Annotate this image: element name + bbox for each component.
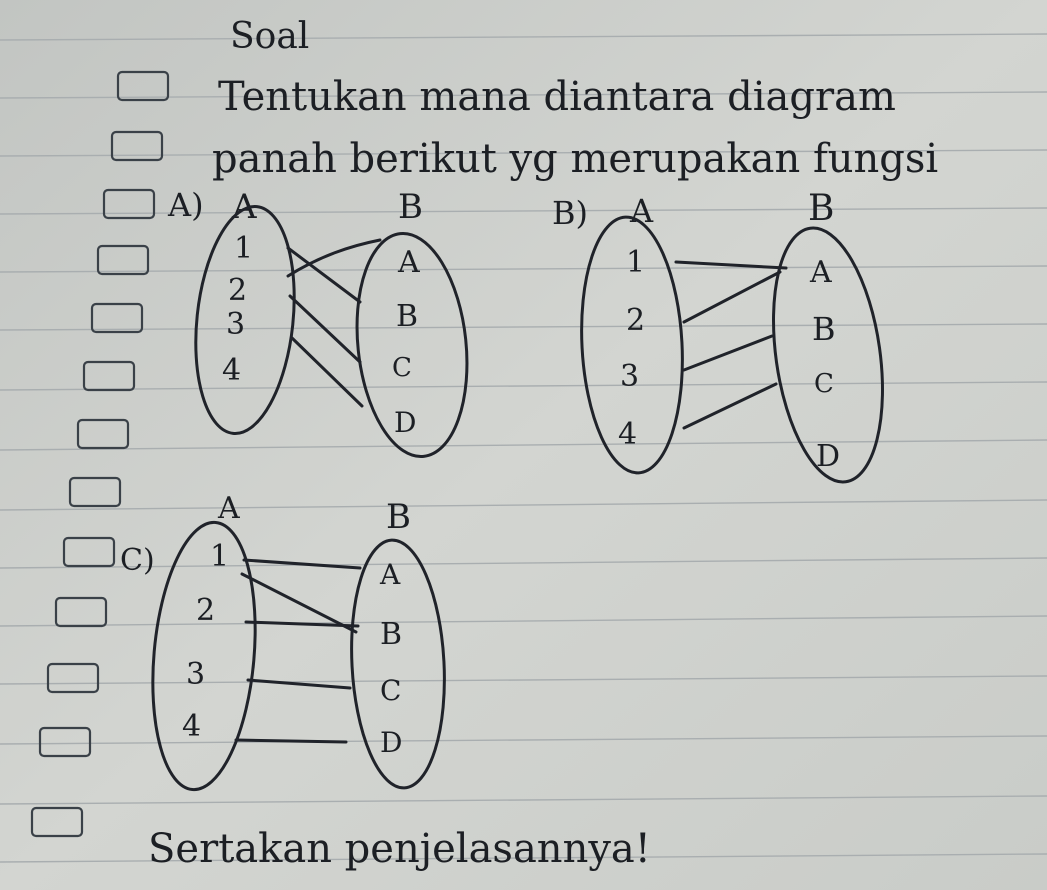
diagram-a-arrows <box>286 238 382 408</box>
diagram-b-arrow-4 <box>682 382 778 430</box>
diagram-a-codomain-b: B <box>396 299 418 334</box>
diagram-a-codomain-d: D <box>394 406 416 439</box>
diagram-a-domain-1: 1 <box>234 231 253 266</box>
diagram-b: B) A B 1 2 3 4 A B C D <box>552 188 884 484</box>
diagram-c-codomain-b: B <box>380 617 402 652</box>
ruled-lines <box>0 33 1047 863</box>
diagram-c-label: C) <box>120 543 155 578</box>
diagram-b-label: B) <box>552 194 588 232</box>
note-title: Soal <box>230 16 309 57</box>
diagram-c-arrow-2 <box>240 572 358 634</box>
diagram-c-arrows <box>234 558 362 744</box>
diagram-a-arrow-1 <box>286 246 362 304</box>
diagram-c: A B C) 1 2 3 4 A B C D <box>120 491 446 792</box>
diagram-a-domain-oval <box>194 205 296 435</box>
diagram-c-codomain-oval <box>350 538 446 790</box>
diagram-c-domain-2: 2 <box>196 593 215 628</box>
diagram-a-domain-4: 4 <box>222 353 241 388</box>
diagram-b-arrows <box>674 260 788 430</box>
diagram-a-arrow-3 <box>288 294 362 364</box>
diagram-b-domain-1: 1 <box>626 245 645 280</box>
diagram-b-domain-4: 4 <box>618 417 637 452</box>
diagram-b-arrow-3 <box>682 334 774 372</box>
diagram-c-domain-4: 4 <box>182 709 201 744</box>
diagram-b-codomain-b: B <box>812 310 836 348</box>
diagram-b-codomain-label: B <box>808 188 834 229</box>
diagram-c-domain-oval <box>151 520 257 792</box>
diagram-b-codomain-oval <box>772 226 884 484</box>
question-line-2: panah berikut yg merupakan fungsi <box>212 136 938 182</box>
diagram-b-arrow-2 <box>682 270 782 324</box>
diagram-b-codomain-c: C <box>814 369 834 399</box>
diagram-c-codomain-label: B <box>386 497 411 537</box>
diagram-a-codomain-label: B <box>398 187 423 227</box>
diagram-c-arrow-3 <box>244 620 360 628</box>
diagram-c-arrow-1 <box>242 558 362 570</box>
diagram-c-arrow-4 <box>246 678 352 690</box>
diagram-b-domain-oval <box>580 215 684 475</box>
diagram-a-arrow-4 <box>290 336 364 408</box>
diagram-a: A) A B 1 2 3 4 A B C D <box>167 186 469 459</box>
margin-boxes <box>30 70 170 838</box>
question-line-1: Tentukan mana diantara diagram <box>218 74 896 120</box>
diagram-a-codomain-c: C <box>392 353 412 383</box>
diagram-a-domain-3: 3 <box>226 307 245 342</box>
diagram-c-arrow-5 <box>234 738 348 744</box>
closing-instruction: Sertakan penjelasannya! <box>148 826 651 872</box>
diagram-c-codomain-d: D <box>380 726 402 759</box>
diagram-a-codomain-oval <box>355 231 469 459</box>
diagram-a-label: A) <box>167 186 204 224</box>
diagram-b-arrow-1 <box>674 260 788 270</box>
diagram-c-domain-3: 3 <box>186 657 205 692</box>
diagram-a-domain-2: 2 <box>228 273 247 308</box>
diagram-c-codomain-a: A <box>379 558 401 591</box>
diagram-a-codomain-a: A <box>397 245 420 280</box>
diagram-a-arrow-2 <box>286 238 382 278</box>
diagram-b-domain-3: 3 <box>620 359 639 394</box>
diagram-c-domain-1: 1 <box>210 539 229 574</box>
diagram-b-domain-2: 2 <box>626 303 645 338</box>
diagram-c-codomain-c: C <box>380 674 401 707</box>
diagram-b-codomain-d: D <box>816 439 840 474</box>
diagram-c-domain-label: A <box>217 491 240 526</box>
diagram-b-codomain-a: A <box>809 255 832 290</box>
